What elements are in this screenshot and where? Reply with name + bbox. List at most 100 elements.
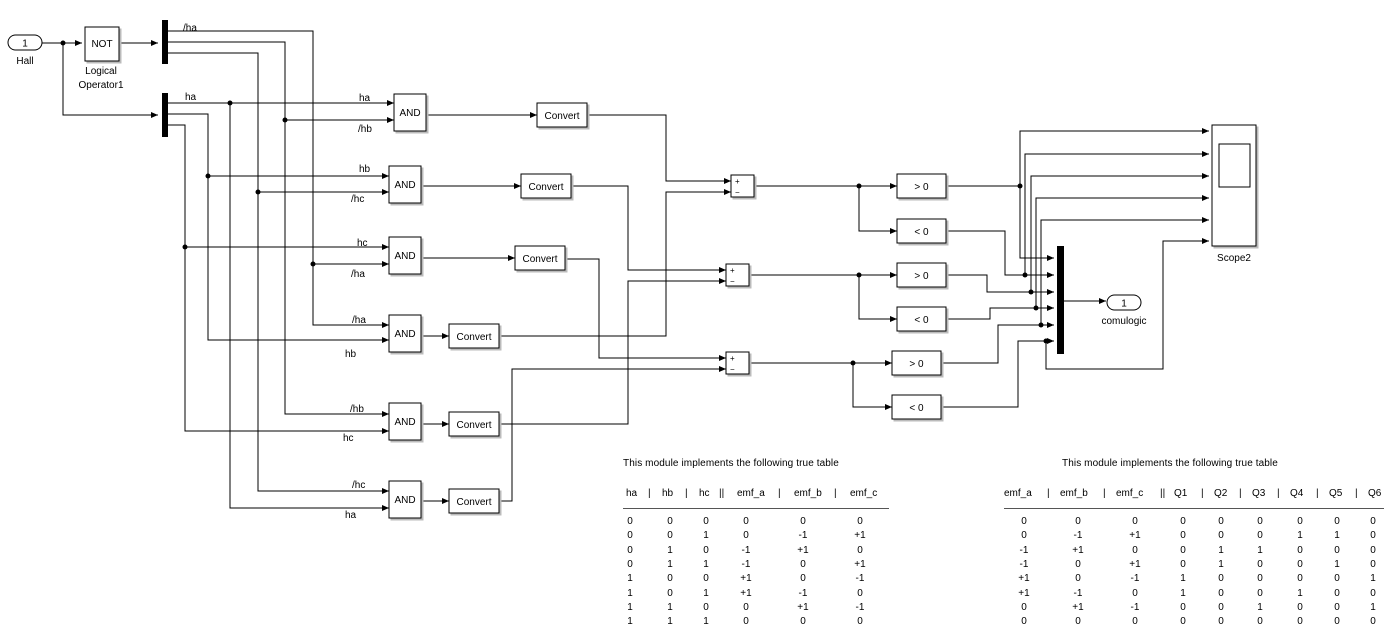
convert-block-6[interactable]: Convert [448, 488, 500, 514]
scope-label: Scope2 [1217, 253, 1251, 264]
table2-header-2: emf_c [1116, 488, 1144, 499]
and-6-input1-label: /hc [352, 480, 365, 491]
table2-cell: 0 [1021, 530, 1027, 542]
svg-text:1: 1 [1121, 299, 1127, 310]
and-block-5[interactable]: AND [388, 402, 422, 441]
table1-cell: 0 [743, 530, 749, 542]
table2-cell: 0 [1021, 601, 1027, 613]
table1-cell: 0 [703, 544, 709, 556]
compare-block-4[interactable]: < 0 [896, 306, 947, 332]
not-block[interactable]: NOT Logical Operator1 [78, 26, 124, 91]
table2-cell: -1 [1019, 558, 1029, 570]
table1-cell: 0 [857, 616, 863, 628]
table1-cell: 0 [800, 616, 806, 628]
and-3-input2-label: /ha [351, 269, 365, 280]
convert-block-1[interactable]: Convert [536, 102, 588, 128]
table2-cell: 0 [1257, 573, 1263, 585]
and-5-input1-label: /hb [350, 404, 364, 415]
table1-cell: 1 [667, 544, 673, 556]
not-block-name-2: Operator1 [78, 80, 123, 91]
table1-cell: +1 [740, 587, 752, 599]
svg-text:< 0: < 0 [909, 403, 924, 414]
svg-text:Convert: Convert [456, 420, 491, 431]
table2-cell: 1 [1297, 587, 1303, 599]
table1-cell: 0 [857, 544, 863, 556]
table2-cell: 0 [1218, 587, 1224, 599]
sum-block-1[interactable]: +− [730, 174, 755, 198]
compare-block-2[interactable]: < 0 [896, 218, 947, 244]
table2-cell: 0 [1180, 616, 1186, 628]
table2-cell: 0 [1075, 573, 1081, 585]
svg-text:Convert: Convert [528, 182, 563, 193]
convert-block-3[interactable]: Convert [514, 245, 566, 271]
hall-inport[interactable]: 1 Hall [7, 34, 43, 67]
compare-block-1[interactable]: > 0 [896, 173, 947, 199]
signal-lines [42, 30, 1209, 511]
table2-cell: 0 [1218, 601, 1224, 613]
table2-header-8: Q6 [1368, 488, 1382, 499]
table2-cell: 1 [1180, 587, 1186, 599]
svg-text:> 0: > 0 [914, 271, 929, 282]
and-block-3[interactable]: AND [388, 236, 422, 275]
table2-cell: 0 [1334, 544, 1340, 556]
table2-separator-7: | [1355, 488, 1358, 499]
svg-text:NOT: NOT [91, 39, 112, 50]
convert-block-4[interactable]: Convert [448, 323, 500, 349]
and-2-input2-label: /hc [351, 194, 364, 205]
svg-text:AND: AND [394, 417, 415, 428]
table1-cell: 1 [667, 616, 673, 628]
scope-block[interactable]: Scope2 [1211, 124, 1257, 264]
branch-points [60, 40, 1049, 366]
table2-header-5: Q3 [1252, 488, 1266, 499]
table1-cell: 0 [800, 558, 806, 570]
sum-block-3[interactable]: +− [725, 351, 750, 375]
table1-header-3: emf_a [737, 488, 765, 499]
svg-text:−: − [730, 277, 735, 286]
table1-cell: 0 [703, 516, 709, 527]
compare-block-5[interactable]: > 0 [891, 350, 942, 376]
table2-separator-5: | [1277, 488, 1280, 499]
table2-cell: 0 [1075, 516, 1081, 527]
and-block-4[interactable]: AND [388, 314, 422, 353]
svg-text:Convert: Convert [456, 332, 491, 343]
comulogic-outport[interactable]: 1 comulogic [1101, 294, 1147, 327]
demux-inverted[interactable]: /ha [162, 20, 197, 64]
table2-cell: 1 [1218, 544, 1224, 556]
truth-table-hall-to-emf: This module implements the following tru… [623, 458, 893, 638]
table2-cell: 0 [1218, 530, 1224, 542]
sum-block-2[interactable]: +− [725, 263, 750, 287]
demux-plain[interactable]: ha [162, 92, 197, 137]
table1-cell: 0 [857, 587, 863, 599]
table1-header-0: ha [626, 488, 638, 499]
svg-text:AND: AND [394, 495, 415, 506]
compare-block-3[interactable]: > 0 [896, 262, 947, 288]
table2-cell: 0 [1180, 601, 1186, 613]
and-4-input2-label: hb [345, 349, 357, 360]
convert-block-5[interactable]: Convert [448, 411, 500, 437]
table2-cell: 1 [1257, 544, 1263, 556]
table1-separator-1: | [685, 488, 688, 499]
table2-separator-6: | [1316, 488, 1319, 499]
table2-cell: 0 [1180, 558, 1186, 570]
table1-cell: 0 [743, 601, 749, 613]
and-block-2[interactable]: AND [388, 165, 422, 204]
table1-cell: 0 [667, 573, 673, 585]
and-block-6[interactable]: AND [388, 480, 422, 519]
svg-text:+: + [730, 266, 735, 275]
table2-cell: 0 [1334, 587, 1340, 599]
table1-cell: 1 [627, 573, 633, 585]
table2-cell: 1 [1370, 601, 1376, 613]
table2-cell: 0 [1218, 573, 1224, 585]
convert-block-2[interactable]: Convert [520, 173, 572, 199]
table1-separator-3: | [778, 488, 781, 499]
and-block-1[interactable]: AND [393, 93, 427, 132]
and-5-input2-label: hc [343, 433, 354, 444]
compare-block-6[interactable]: < 0 [891, 394, 942, 420]
table1-cell: -1 [855, 601, 865, 613]
table2-cell: 0 [1334, 616, 1340, 628]
table2-cell: 0 [1180, 544, 1186, 556]
table2-cell: 0 [1370, 516, 1376, 527]
svg-text:Convert: Convert [456, 497, 491, 508]
mux-block[interactable] [1057, 246, 1064, 354]
svg-text:> 0: > 0 [914, 182, 929, 193]
